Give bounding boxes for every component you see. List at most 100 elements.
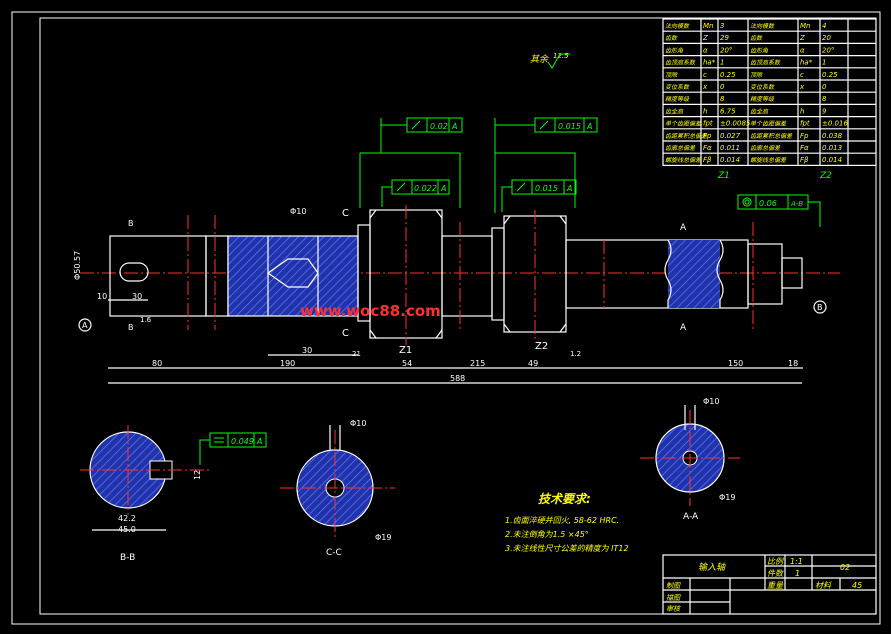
gear-table-cell: h [800, 107, 804, 115]
dim-30b: 30 [302, 346, 312, 355]
gear-table-cell: ha* [800, 59, 813, 67]
gear-table-cell: 变位系数 [750, 83, 775, 91]
dim-215: 215 [470, 359, 485, 368]
datum-b-marker: B [813, 300, 827, 314]
gear-table-cell: ±0.0085 [720, 120, 751, 128]
svg-text:0.022: 0.022 [414, 184, 437, 193]
gear-table-cell: ha* [703, 59, 716, 67]
svg-text:A: A [440, 184, 446, 193]
title-scale-value: 1:1 [790, 557, 803, 566]
title-qty-label: 件数 [767, 569, 784, 578]
section-aa-label: A-A [683, 512, 699, 522]
gear-table-cell: Fα [800, 144, 809, 152]
gear-table-cell: 齿顶高系数 [665, 59, 696, 67]
gear-z2-label: Z2 [535, 341, 548, 352]
table-z1-label: Z1 [717, 171, 730, 181]
gear-table-cell: 3 [720, 22, 724, 30]
svg-text:A: A [82, 321, 88, 330]
gear-table-cell: 8 [720, 95, 725, 103]
aa-dim-side: Φ19 [719, 493, 735, 502]
gear-table-cell: α [703, 46, 708, 54]
svg-text:0.015: 0.015 [535, 184, 558, 193]
tolerance-frame-1: 0.02 A [359, 117, 463, 208]
dim-54: 54 [402, 359, 412, 368]
dim-80: 80 [152, 359, 162, 368]
svg-text:0.02: 0.02 [430, 122, 448, 131]
gear-table-cell: 0.038 [822, 132, 843, 140]
svg-text:A-B: A-B [790, 200, 803, 208]
title-material-value: 45 [852, 581, 862, 590]
gear-table-cell: 0.014 [720, 156, 740, 164]
title-weight-label: 重量 [767, 581, 784, 590]
dim-21: 21 [352, 350, 361, 358]
note-2: 2.未注倒角为1.5 ×45° [505, 530, 589, 539]
dim-phi10-top: Φ10 [290, 207, 306, 216]
gear-table-cell: 齿距累积总偏差 [750, 132, 793, 140]
dim-30: 30 [132, 292, 142, 301]
section-b-top: B [128, 219, 134, 228]
dim-left-diameter: Φ50.57 [73, 251, 82, 280]
gear-table-cell: 4 [822, 22, 826, 30]
section-a-bottom: A [680, 323, 687, 333]
gear-table-cell: c [703, 71, 707, 79]
tolerance-frame-4: 0.015 A [501, 179, 577, 212]
svg-text:0.049: 0.049 [231, 437, 254, 446]
gear-z1-label: Z1 [399, 345, 412, 356]
gear-table-cell: 1 [720, 59, 724, 67]
dim-ra16: 1.6 [140, 316, 152, 324]
gear-table-cell: 齿全高 [665, 107, 684, 115]
section-cc-label: C-C [326, 548, 342, 558]
gear-table-cell: 齿顶高系数 [750, 59, 781, 67]
gear-table-cell: 齿廓总偏差 [750, 144, 781, 152]
title-material-label: 材料 [815, 581, 832, 590]
title-block [662, 554, 877, 615]
gear-table-cell: 齿数 [665, 34, 678, 42]
gear-table-cell: 齿数 [750, 34, 763, 42]
bb-dim-1: 42.2 [118, 514, 136, 523]
svg-text:0.06: 0.06 [759, 199, 777, 208]
note-1: 1.齿面淬硬并回火, 58-62 HRC. [505, 516, 619, 525]
watermark: www.woc88.com [300, 302, 441, 320]
title-design-label: 制图 [666, 582, 681, 590]
gear-table-cell: ±0.016 [822, 120, 848, 128]
gear-table-cell: 8 [822, 95, 827, 103]
gear-table-cell: Z [702, 34, 708, 42]
gear-table-cell: 20° [822, 46, 834, 54]
tolerance-frame-5: 0.06 A-B [737, 194, 821, 227]
gear-table-cell: Fβ [800, 156, 809, 164]
dim-18: 18 [788, 359, 798, 368]
cc-dim-side: Φ19 [375, 533, 391, 542]
gear-table-cell: 0.25 [720, 71, 736, 79]
gear-table-cell: 单个齿距偏差 [750, 120, 787, 128]
gear-table-cell: x [799, 83, 805, 91]
svg-text:B: B [817, 303, 823, 312]
dim-10: 10 [97, 292, 107, 301]
gear-table-cell: 0.25 [822, 71, 838, 79]
bb-dim-w: 12 [193, 470, 202, 480]
gear-table-cell: x [702, 83, 708, 91]
section-c-top: C [342, 208, 349, 219]
gear-table-cell: h [703, 107, 707, 115]
gear-table-cell: fpt [703, 120, 713, 128]
inner-border [39, 17, 877, 615]
title-drawing-no: 02 [840, 563, 850, 572]
title-part-name: 输入轴 [698, 562, 726, 573]
dim-150: 150 [728, 359, 743, 368]
dim-12: 1.2 [570, 350, 581, 358]
gear-table-cell: 0.014 [822, 156, 842, 164]
tolerance-frame-3: 0.022 A [381, 179, 450, 207]
gear-table-cell: 螺旋线总偏差 [665, 156, 702, 164]
gear-table-cell: α [800, 46, 805, 54]
gear-table-cell: Fp [703, 132, 712, 140]
datum-a-marker: A [78, 318, 92, 332]
gear-table-cell: 20° [720, 46, 732, 54]
gear-table-cell: Mn [703, 22, 713, 30]
gear-table-cell: 变位系数 [665, 83, 690, 91]
outer-border [11, 11, 881, 625]
section-a-top: A [680, 223, 687, 233]
gear-table-cell: 0.027 [720, 132, 741, 140]
notes-heading: 技术要求: [538, 492, 591, 506]
gear-table-cell: 螺旋线总偏差 [750, 156, 787, 164]
gear-table-cell: 齿廓总偏差 [665, 144, 696, 152]
